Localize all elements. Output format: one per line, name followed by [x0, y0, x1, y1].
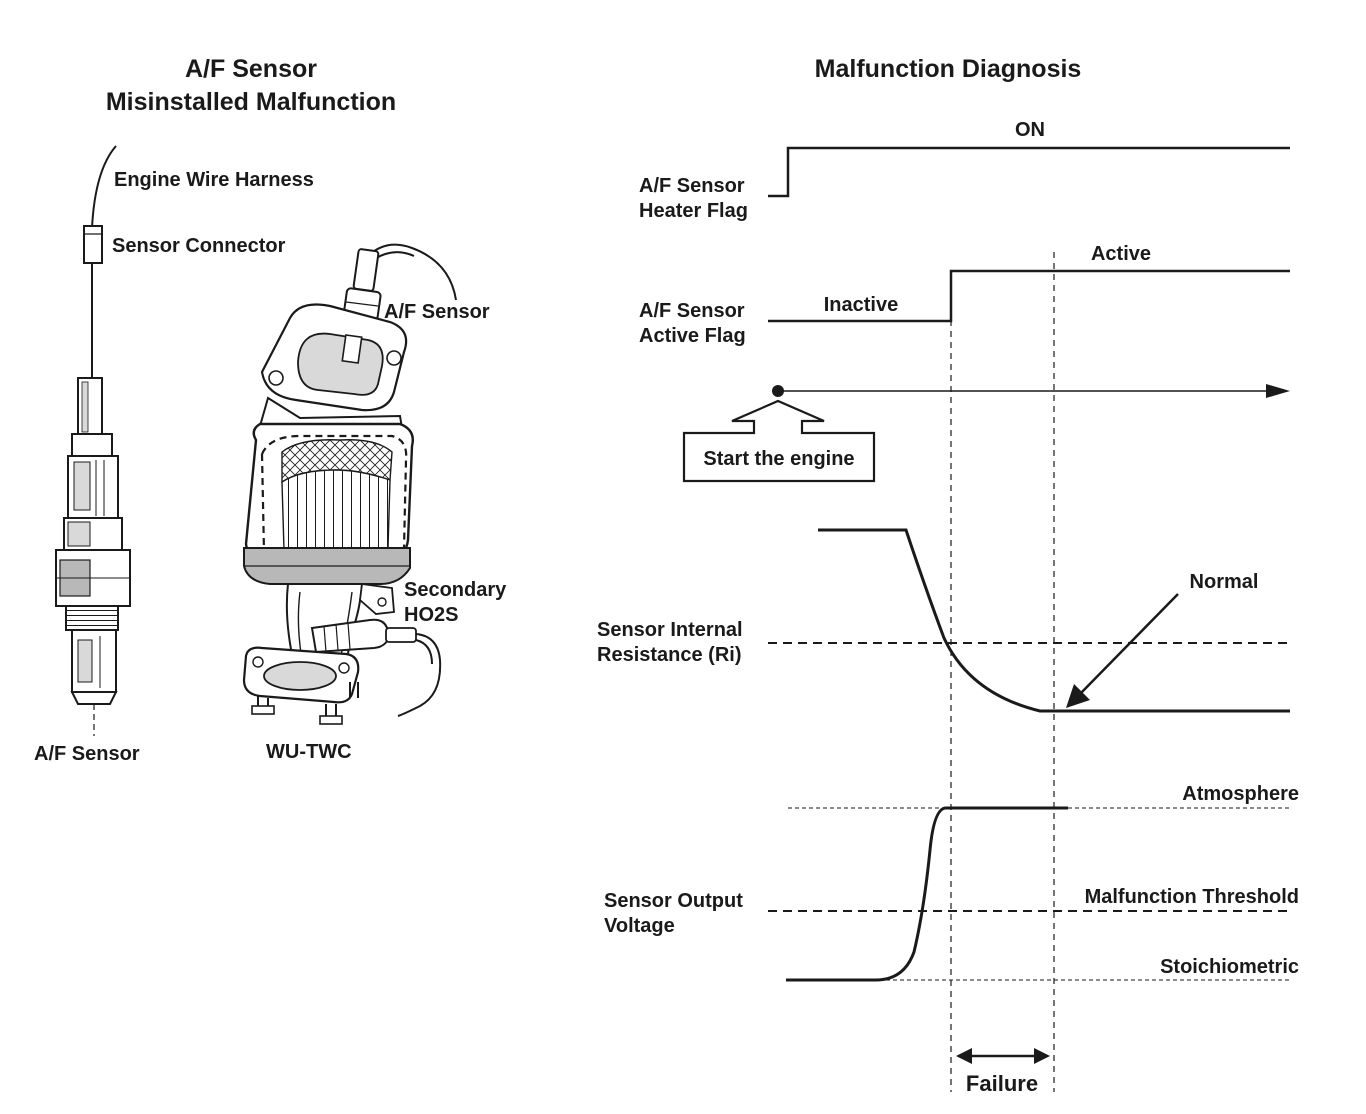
engine-wire-harness-label: Engine Wire Harness: [114, 169, 314, 191]
sensor-connector-label: Sensor Connector: [112, 235, 286, 257]
voltage-label-line2: Voltage: [604, 915, 675, 937]
start-engine-callout-box: [682, 399, 876, 483]
wu-twc-caption: WU-TWC: [266, 741, 352, 763]
af-sensor-caption: A/F Sensor: [34, 743, 140, 765]
heater-flag-label-line1: A/F Sensor: [639, 175, 745, 197]
malfunction-threshold-label: Malfunction Threshold: [1085, 886, 1299, 908]
inactive-label: Inactive: [824, 294, 898, 316]
left-title-line2: Misinstalled Malfunction: [106, 88, 396, 116]
ri-label-line1: Sensor Internal: [597, 619, 743, 641]
ri-trace: [818, 528, 1290, 713]
voltage-label-line1: Sensor Output: [604, 890, 743, 912]
time-axis: [772, 384, 1290, 398]
active-label: Active: [1091, 243, 1151, 265]
right-title: Malfunction Diagnosis: [815, 55, 1082, 83]
heater-flag-label-line2: Heater Flag: [639, 200, 748, 222]
secondary-ho2s-label-line1: Secondary: [404, 579, 507, 601]
active-flag-trace: [768, 269, 1290, 323]
failure-label: Failure: [966, 1071, 1038, 1096]
left-title-line1: A/F Sensor: [185, 55, 317, 83]
ri-label-line2: Resistance (Ri): [597, 644, 742, 666]
active-flag-label-line2: Active Flag: [639, 325, 746, 347]
failure-double-arrow: [956, 1048, 1050, 1064]
atmosphere-label: Atmosphere: [1182, 783, 1299, 805]
secondary-ho2s-label-line2: HO2S: [404, 604, 458, 626]
voltage-trace: [786, 806, 1068, 982]
heater-on-label: ON: [1015, 119, 1045, 141]
stoichiometric-label: Stoichiometric: [1160, 956, 1299, 978]
af-sensor-illustration: [55, 145, 131, 736]
wu-twc-illustration: [242, 243, 457, 725]
af-sensor-callout-label: A/F Sensor: [384, 301, 490, 323]
heater-flag-trace: [768, 146, 1290, 198]
normal-pointer-arrow: [1066, 593, 1179, 708]
start-engine-label: Start the engine: [703, 448, 854, 470]
sensor-connector-shape: [83, 225, 103, 264]
active-flag-label-line1: A/F Sensor: [639, 300, 745, 322]
normal-label: Normal: [1190, 571, 1259, 593]
